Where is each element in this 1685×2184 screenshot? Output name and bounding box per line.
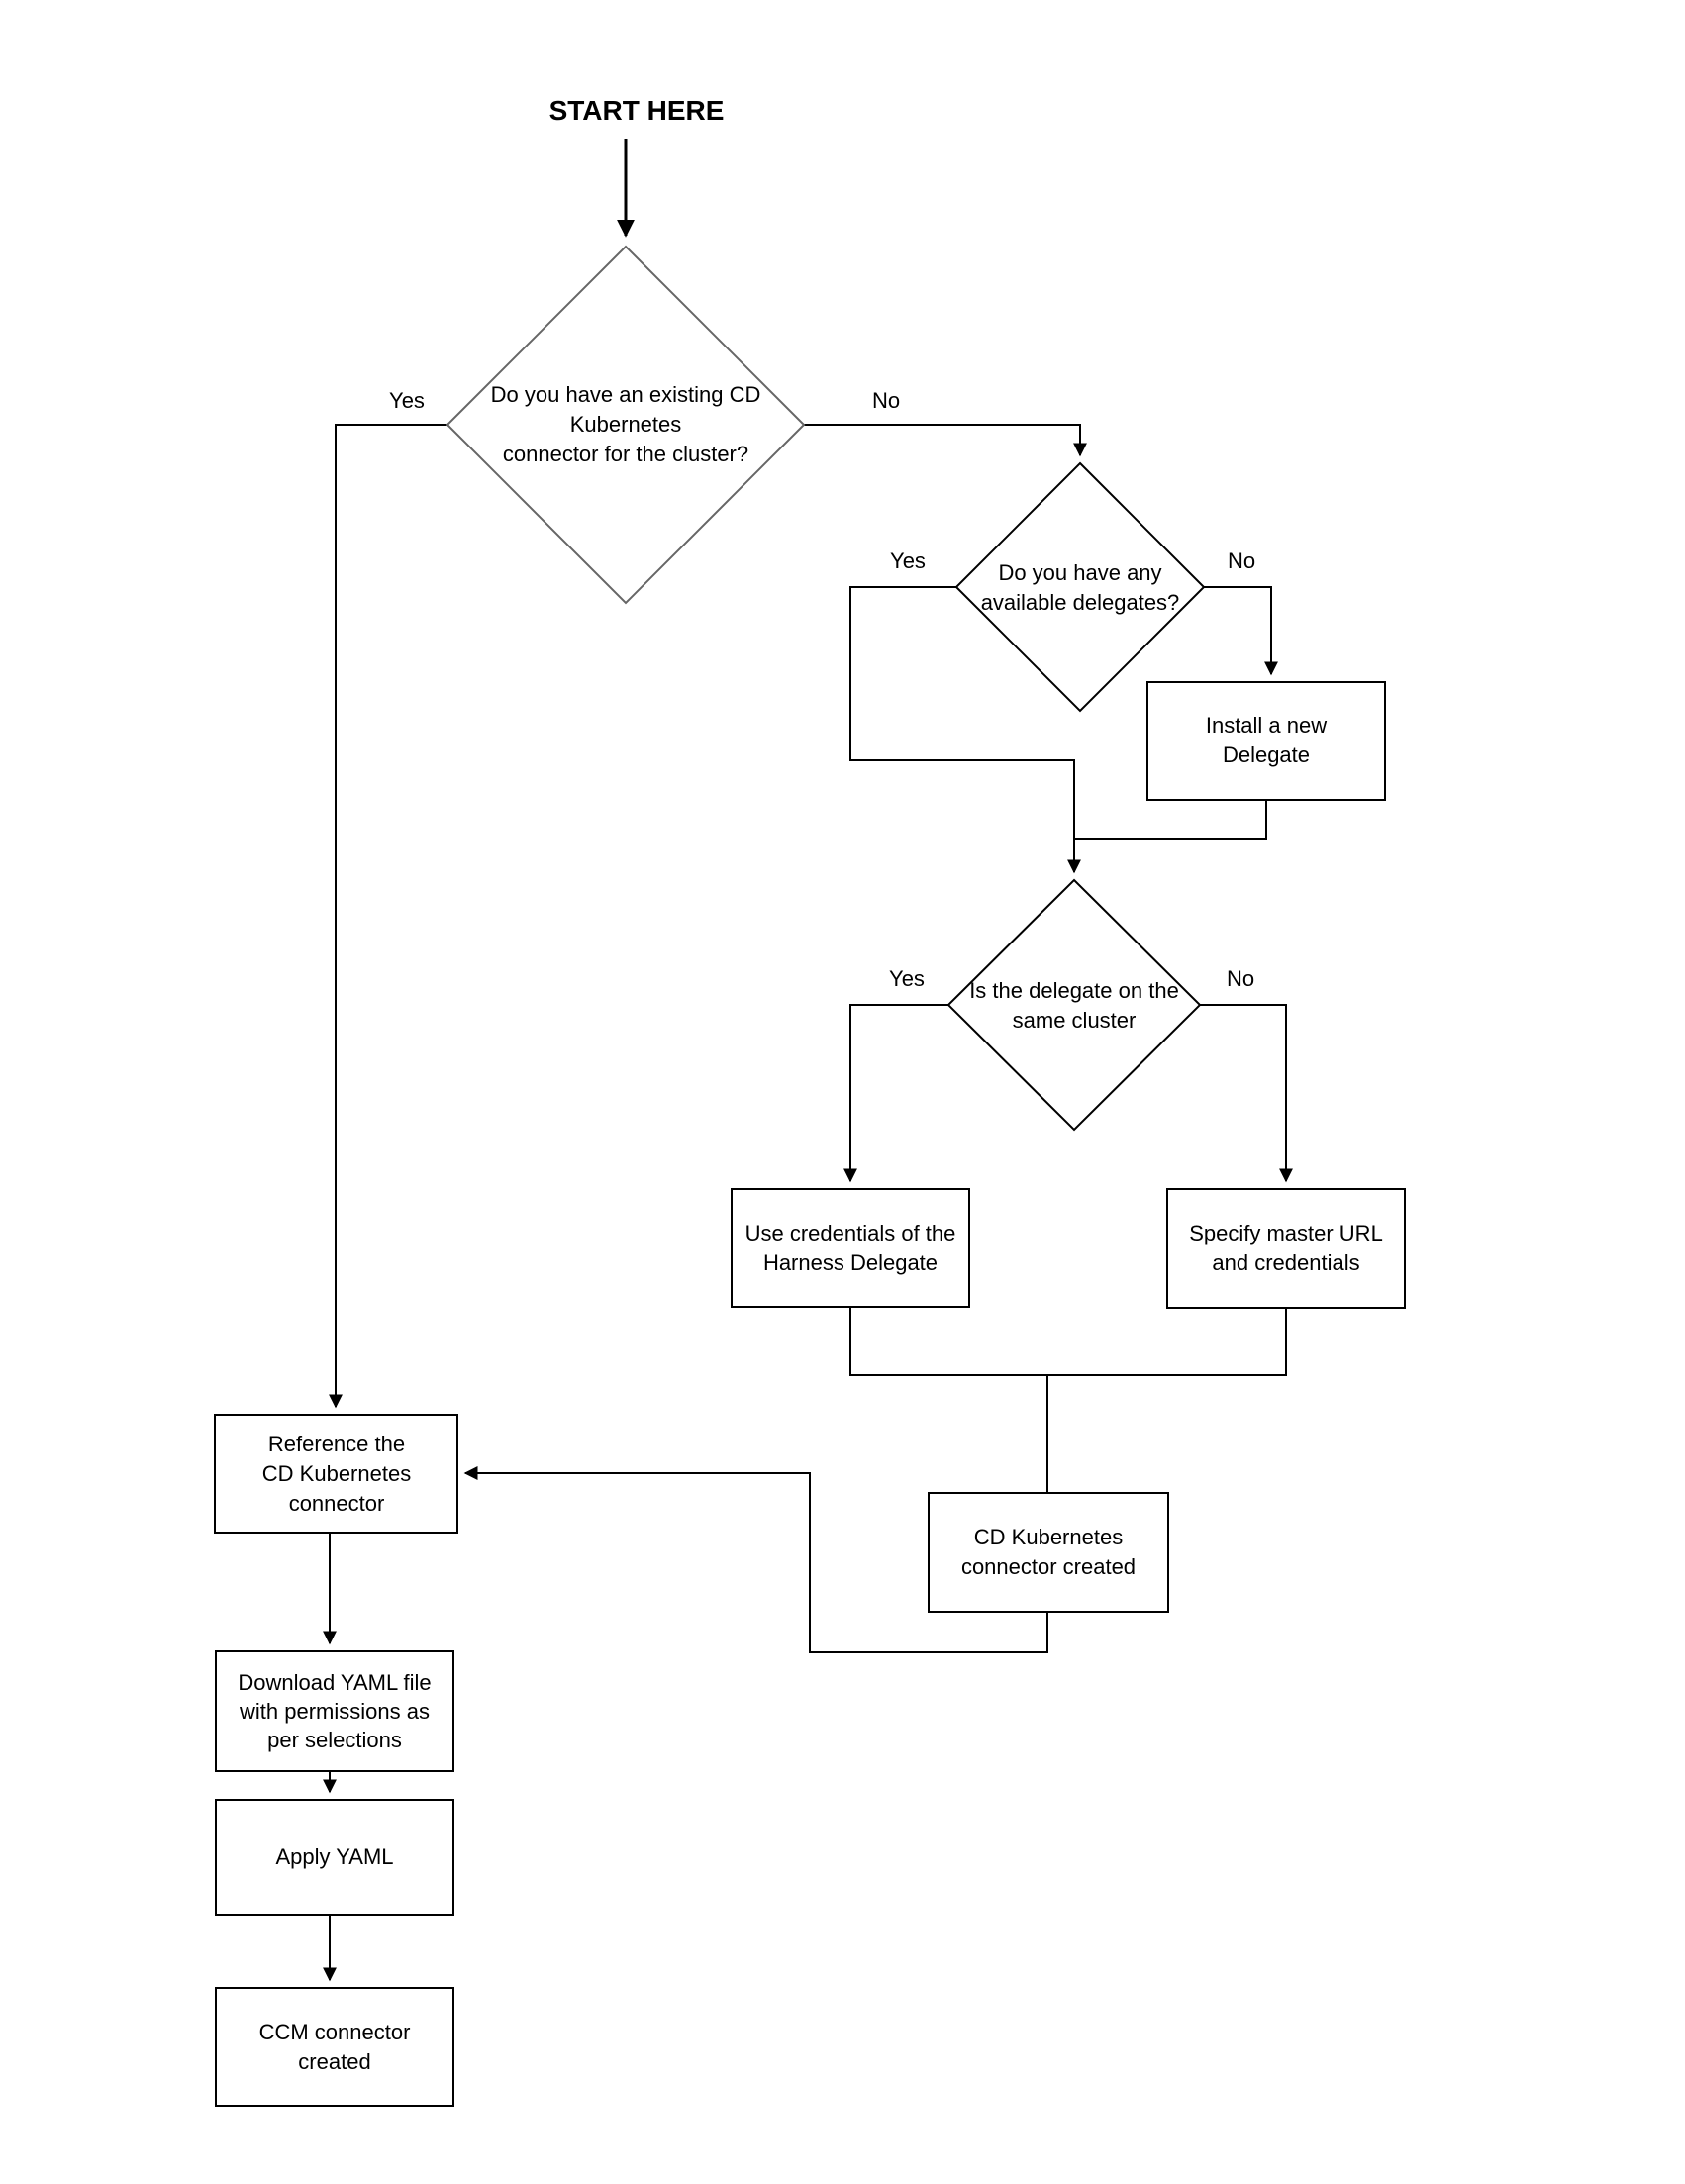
node-install-new-delegate-line2: Delegate bbox=[1223, 743, 1310, 767]
edge-decision1-yes bbox=[329, 424, 447, 1409]
decision-existing-cd-connector-line3: connector for the cluster? bbox=[503, 442, 748, 466]
decision-delegate-same-cluster-line1: Is the delegate on the bbox=[969, 978, 1179, 1003]
edge-decision3-no bbox=[1200, 1004, 1293, 1183]
edge-credentials-merge bbox=[849, 1307, 1287, 1376]
decision-delegate-same-cluster bbox=[946, 878, 1202, 1132]
edge-label-d3-no: No bbox=[1227, 966, 1254, 991]
node-download-yaml-line3: per selections bbox=[267, 1728, 402, 1752]
decision-available-delegates bbox=[954, 461, 1206, 713]
edge-decision2-no bbox=[1204, 586, 1278, 676]
edge-label-d1-yes: Yes bbox=[389, 388, 425, 413]
edge-decision3-yes bbox=[843, 1004, 948, 1183]
decision-existing-cd-connector-line1: Do you have an existing CD bbox=[491, 382, 761, 407]
node-download-yaml bbox=[215, 1650, 454, 1772]
decision-available-delegates-line1: Do you have any bbox=[998, 560, 1161, 585]
node-ccm-connector-created bbox=[215, 1987, 454, 2107]
node-cd-connector-created-line2: connector created bbox=[961, 1554, 1136, 1579]
start-here-label: START HERE bbox=[549, 95, 725, 126]
node-install-new-delegate bbox=[1146, 681, 1386, 801]
decision-delegate-same-cluster-line2: same cluster bbox=[1013, 1008, 1137, 1033]
node-specify-master-url-line2: and credentials bbox=[1212, 1250, 1359, 1275]
edge-cd-created-to-reference bbox=[463, 1466, 1048, 1653]
node-install-new-delegate-line1: Install a new bbox=[1206, 713, 1327, 738]
node-ccm-connector-created-line1: CCM connector bbox=[259, 2020, 411, 2044]
node-download-yaml-line2: with permissions as bbox=[239, 1699, 430, 1724]
decision-existing-cd-connector-line2: Kubernetes bbox=[570, 412, 682, 437]
node-specify-master-url-line1: Specify master URL bbox=[1189, 1221, 1383, 1245]
decision-existing-cd-connector bbox=[446, 245, 806, 605]
edge-label-d3-yes: Yes bbox=[889, 966, 925, 991]
edge-decision1-no bbox=[804, 424, 1087, 457]
node-reference-connector-line3: connector bbox=[289, 1491, 385, 1516]
node-ccm-connector-created-line2: created bbox=[298, 2049, 370, 2074]
decision-available-delegates-line2: available delegates? bbox=[981, 590, 1180, 615]
edge-label-d2-yes: Yes bbox=[890, 548, 926, 573]
node-reference-connector-line2: CD Kubernetes bbox=[262, 1461, 411, 1486]
edge-label-d2-no: No bbox=[1228, 548, 1255, 573]
node-download-yaml-line1: Download YAML file bbox=[238, 1670, 431, 1695]
node-apply-yaml-line1: Apply YAML bbox=[275, 1844, 393, 1869]
node-reference-connector-line1: Reference the bbox=[268, 1432, 405, 1456]
node-reference-connector bbox=[214, 1414, 458, 1534]
node-use-credentials bbox=[731, 1188, 970, 1308]
edge-decision2-yes bbox=[849, 586, 1081, 874]
node-use-credentials-line2: Harness Delegate bbox=[763, 1250, 938, 1275]
edge-install-to-decision3 bbox=[1074, 800, 1267, 840]
edge-label-d1-no: No bbox=[872, 388, 900, 413]
node-use-credentials-line1: Use credentials of the bbox=[745, 1221, 956, 1245]
node-cd-connector-created bbox=[928, 1492, 1169, 1613]
node-apply-yaml bbox=[215, 1799, 454, 1916]
node-specify-master-url bbox=[1166, 1188, 1406, 1309]
node-cd-connector-created-line1: CD Kubernetes bbox=[974, 1525, 1123, 1549]
